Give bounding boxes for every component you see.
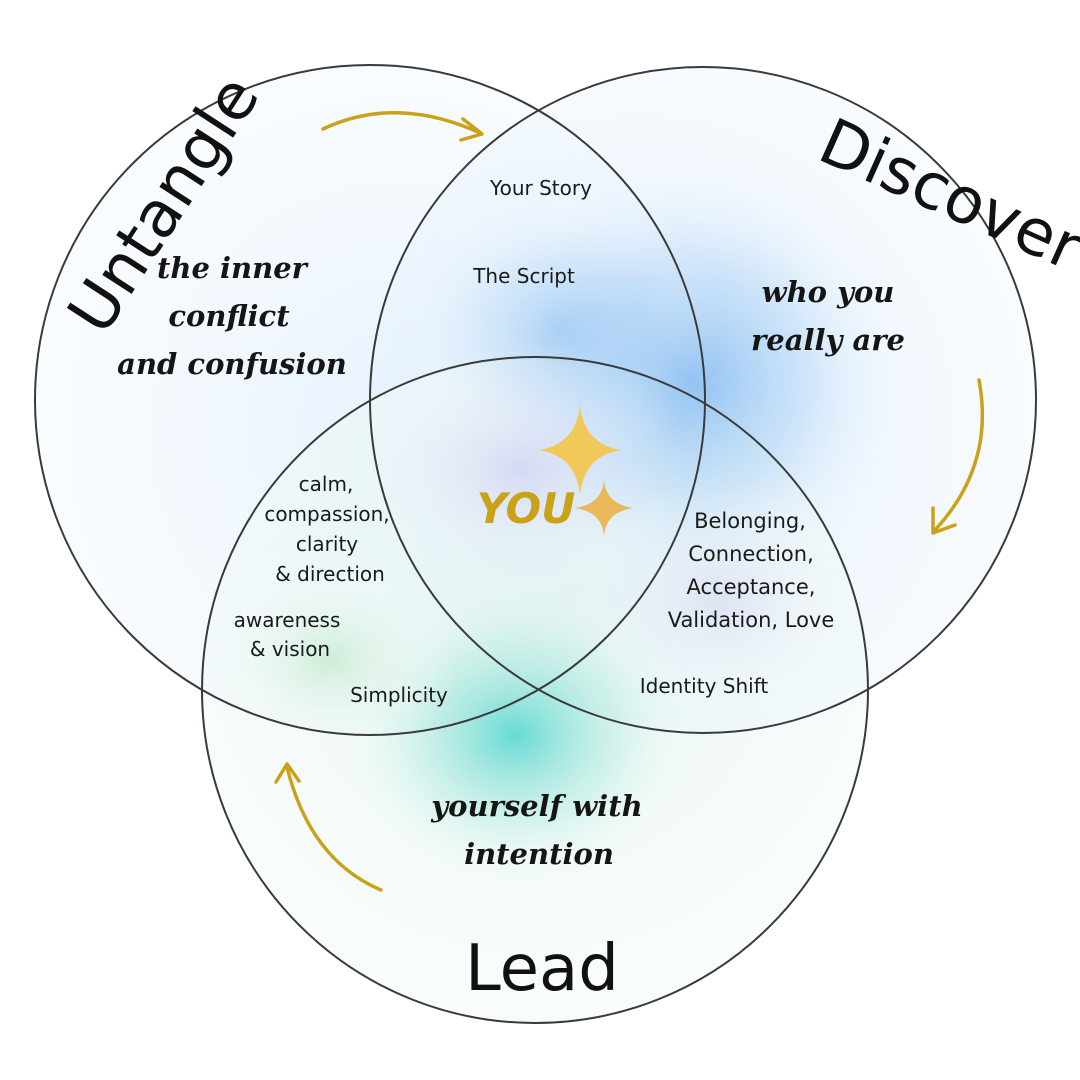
overlap-untangle-discover: Your Story The Script <box>472 176 592 288</box>
overlap-item: & vision <box>250 637 330 661</box>
overlap-item: Simplicity <box>350 683 448 707</box>
background-glows <box>200 150 920 895</box>
overlap-discover-lead: Belonging, Connection, Acceptance, Valid… <box>640 509 835 698</box>
overlap-item: clarity <box>296 532 358 556</box>
lead-title: Lead <box>465 932 619 1006</box>
overlap-item: compassion, <box>264 502 389 526</box>
svg-text:intention: intention <box>464 837 614 871</box>
overlap-item: Acceptance, <box>687 575 816 599</box>
center-you-label: YOU <box>477 484 576 533</box>
overlap-item: & direction <box>275 562 385 586</box>
overlap-item: The Script <box>472 264 575 288</box>
svg-text:and confusion: and confusion <box>117 347 347 381</box>
svg-text:conflict: conflict <box>168 299 290 333</box>
circle-lead <box>201 356 869 1024</box>
curved-arrow-icon <box>274 110 985 892</box>
svg-text:the inner: the inner <box>157 251 310 285</box>
svg-text:really are: really are <box>751 323 905 357</box>
lead-tagline: yourself with intention <box>430 789 642 871</box>
overlap-item: Connection, <box>688 542 814 566</box>
svg-text:who you: who you <box>762 275 895 309</box>
svg-text:yourself with: yourself with <box>430 789 642 823</box>
overlap-item: Belonging, <box>694 509 806 533</box>
overlap-item: calm, <box>299 472 354 496</box>
overlap-item: awareness <box>234 608 341 632</box>
overlap-item: Validation, Love <box>668 608 835 632</box>
sparkle-icon <box>539 405 633 536</box>
discover-tagline: who you really are <box>751 275 905 357</box>
overlap-untangle-lead: calm, compassion, clarity & direction aw… <box>234 472 448 707</box>
overlap-item: Your Story <box>489 176 592 200</box>
untangle-tagline: the inner conflict and confusion <box>117 251 347 381</box>
circle-untangle <box>34 64 706 736</box>
overlap-item: Identity Shift <box>640 674 769 698</box>
